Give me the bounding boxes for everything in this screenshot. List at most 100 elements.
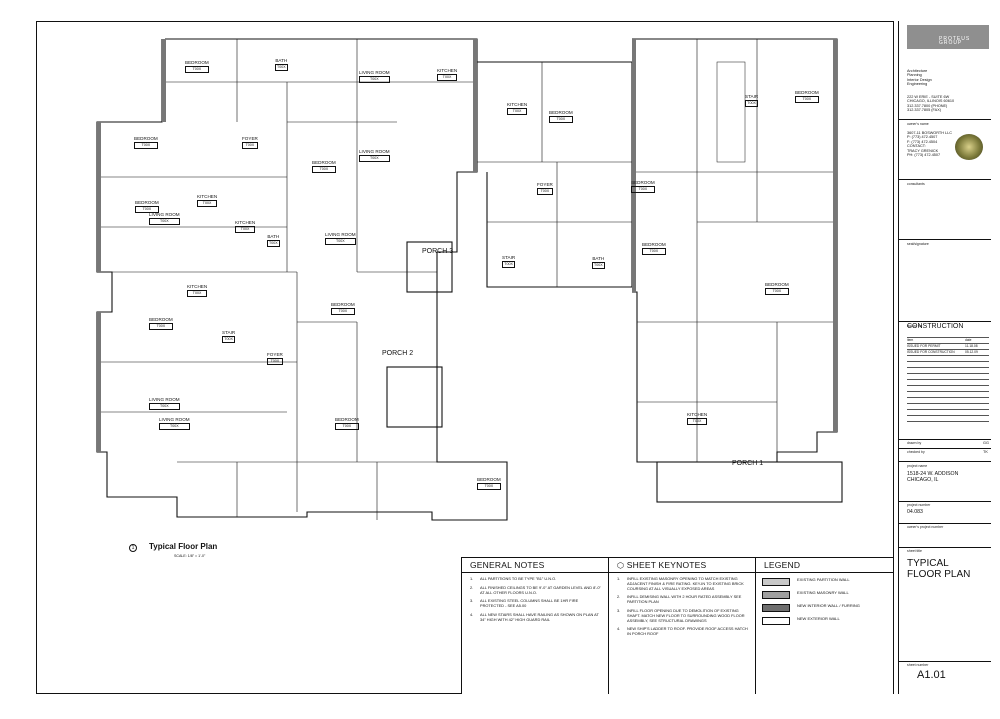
porch-3-label: PORCH 3 bbox=[422, 248, 454, 255]
seal-label: seal/signature bbox=[907, 242, 929, 246]
divider bbox=[899, 461, 991, 462]
list-item: 2.INFILL DEMISING WALL WITH 2 HOUR RATED… bbox=[617, 594, 742, 605]
legend-item: EXISTING PARTITION WALL bbox=[762, 577, 893, 586]
general-notes-box: GENERAL NOTES 1.ALL PARTITIONS TO BE TYP… bbox=[461, 557, 608, 694]
general-notes-list: 1.ALL PARTITIONS TO BE TYPE "B1" U.N.O. … bbox=[462, 576, 608, 623]
list-item: 2.ALL FINISHED CEILINGS TO BE 9'-0" AT G… bbox=[470, 584, 601, 595]
divider bbox=[899, 439, 991, 440]
floor-plan-drawing bbox=[96, 38, 843, 521]
building-outline bbox=[96, 38, 843, 521]
list-item: 1.ALL PARTITIONS TO BE TYPE "B1" U.N.O. bbox=[470, 576, 557, 581]
legend-item: EXISTING MASONRY WALL bbox=[762, 590, 893, 599]
owner-project-number-label: owner's project number bbox=[907, 525, 944, 529]
firm-logo bbox=[907, 25, 989, 49]
divider bbox=[899, 119, 991, 120]
hexagon-icon: ⬡ bbox=[617, 561, 625, 570]
legend-swatch bbox=[762, 578, 790, 586]
issued-for: CONSTRUCTION bbox=[907, 323, 964, 330]
table-row bbox=[907, 373, 989, 374]
list-item: 1.INFILL EXISTING MASONRY OPENING TO MAT… bbox=[617, 576, 744, 591]
table-row bbox=[907, 415, 989, 416]
project-number: 04.083 bbox=[907, 509, 923, 515]
sheet-keynotes-heading: ⬡ SHEET KEYNOTES bbox=[609, 558, 755, 573]
table-row bbox=[907, 355, 989, 356]
table-row bbox=[907, 397, 989, 398]
divider bbox=[899, 523, 991, 524]
interior-walls bbox=[97, 39, 837, 520]
list-item: 4.NEW SHIP'S LADDER TO ROOF. PROVIDE ROO… bbox=[617, 626, 748, 637]
table-row bbox=[907, 391, 989, 392]
project-number-label: project number bbox=[907, 503, 931, 507]
divider bbox=[899, 547, 991, 548]
legend-rows: EXISTING PARTITION WALL EXISTING MASONRY … bbox=[756, 577, 893, 625]
sheet-title-label: sheet title bbox=[907, 549, 922, 553]
project-label: project name bbox=[907, 464, 928, 468]
legend-swatch bbox=[762, 617, 790, 625]
list-item: 4.ALL NEW STAIRS SHALL HAVE RAILING AS S… bbox=[470, 611, 599, 622]
legend-box: LEGEND EXISTING PARTITION WALL EXISTING M… bbox=[755, 557, 894, 694]
firm-name: PROTEUS GROUP bbox=[939, 36, 971, 47]
legend-item: NEW EXTERIOR WALL bbox=[762, 616, 893, 625]
divider bbox=[899, 661, 991, 662]
keynotes-list: 1.INFILL EXISTING MASONRY OPENING TO MAT… bbox=[609, 576, 755, 637]
list-item: 3.ALL EXISTING STEEL COLUMNS SHALL BE 1H… bbox=[470, 598, 579, 609]
plan-scale: SCALE: 1/8" = 1'-0" bbox=[174, 554, 206, 558]
plan-callout-marker: 1 bbox=[129, 544, 137, 552]
sheet-keynotes-box: ⬡ SHEET KEYNOTES 1.INFILL EXISTING MASON… bbox=[608, 557, 755, 694]
divider bbox=[899, 239, 991, 240]
state-seal bbox=[955, 134, 983, 160]
masonry-hatch bbox=[97, 39, 837, 452]
legend-heading: LEGEND bbox=[756, 558, 893, 573]
plan-title: Typical Floor Plan bbox=[149, 542, 218, 551]
divider bbox=[899, 321, 991, 322]
drawn-label: drawn by bbox=[907, 441, 922, 445]
issued-label: issued for bbox=[907, 324, 923, 328]
list-item: 3.INFILL FLOOR OPENING DUE TO DEMOLITION… bbox=[617, 607, 745, 623]
legend-swatch bbox=[762, 591, 790, 599]
porch-1-label: PORCH 1 bbox=[732, 460, 764, 467]
drawn-by: GG bbox=[983, 441, 989, 445]
general-notes-heading: GENERAL NOTES bbox=[462, 558, 608, 573]
divider bbox=[899, 179, 991, 180]
consultants-label: consultants bbox=[907, 182, 925, 186]
divider bbox=[899, 448, 991, 449]
checked-by: TK bbox=[983, 450, 988, 454]
table-row bbox=[907, 367, 989, 368]
copyright-disclaimer: ​ bbox=[907, 633, 987, 636]
sheet-number-label: sheet number bbox=[907, 663, 929, 667]
